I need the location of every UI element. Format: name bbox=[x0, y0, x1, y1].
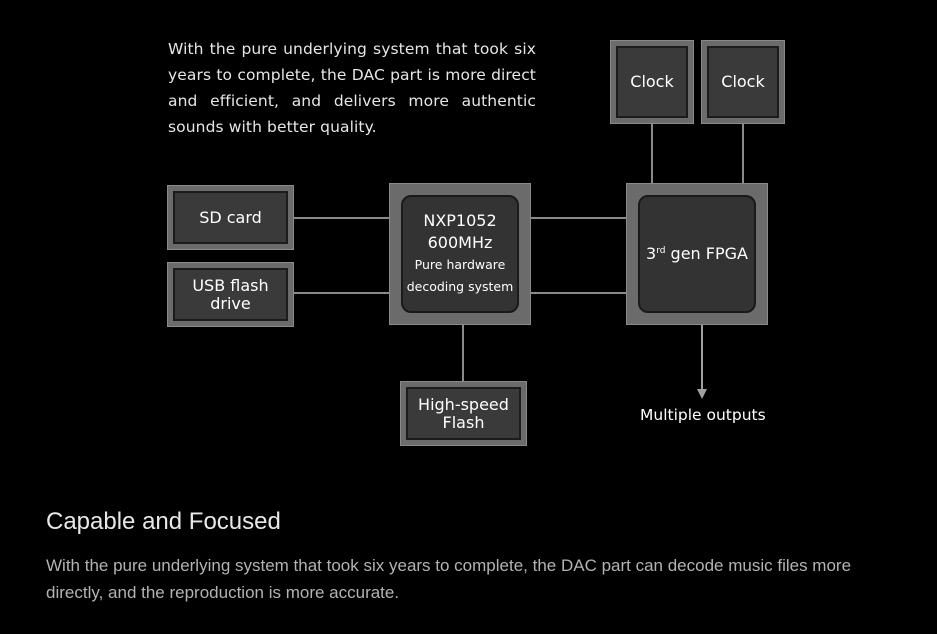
wire-chip-to-flash bbox=[462, 324, 464, 382]
sd-card-box: SD card bbox=[167, 185, 294, 250]
wire-chip-to-fpga-bottom bbox=[530, 292, 627, 294]
wire-chip-to-fpga-top bbox=[530, 217, 627, 219]
usb-flash-box: USB flash drive bbox=[167, 262, 294, 327]
section-body: With the pure underlying system that too… bbox=[46, 556, 852, 602]
wire-usb-to-chip bbox=[293, 292, 390, 294]
clock-2-label: Clock bbox=[721, 72, 765, 91]
wire-sd-to-chip bbox=[293, 217, 390, 219]
flash-label-line1: High-speed bbox=[418, 394, 509, 414]
chip-model: NXP1052 bbox=[423, 211, 497, 230]
chip-desc-line2: decoding system bbox=[406, 279, 514, 294]
fpga-label: 3rd gen FPGA bbox=[646, 244, 748, 263]
section-title: Capable and Focused bbox=[46, 508, 281, 535]
output-arrow-head bbox=[697, 389, 707, 399]
intro-text: With the pure underlying system that too… bbox=[168, 40, 536, 136]
clock-1-label: Clock bbox=[630, 72, 674, 91]
clock-box-2: Clock bbox=[701, 40, 785, 124]
chip-frequency: 600MHz bbox=[427, 233, 493, 252]
nxp-chip-box: NXP1052 600MHz Pure hardware decoding sy… bbox=[389, 183, 531, 325]
fpga-box: 3rd gen FPGA bbox=[626, 183, 768, 325]
chip-desc-line1: Pure hardware bbox=[414, 257, 506, 272]
usb-label-line1: USB flash bbox=[192, 275, 269, 295]
usb-label-line2: drive bbox=[210, 293, 251, 313]
multiple-outputs-label: Multiple outputs bbox=[640, 406, 766, 424]
wire-clock1-to-fpga bbox=[651, 123, 653, 184]
output-arrow-line bbox=[701, 325, 703, 391]
high-speed-flash-box: High-speed Flash bbox=[400, 381, 527, 446]
clock-box-1: Clock bbox=[610, 40, 694, 124]
flash-label-line2: Flash bbox=[442, 412, 485, 432]
sd-card-label: SD card bbox=[199, 207, 262, 227]
wire-clock2-to-fpga bbox=[742, 123, 744, 184]
